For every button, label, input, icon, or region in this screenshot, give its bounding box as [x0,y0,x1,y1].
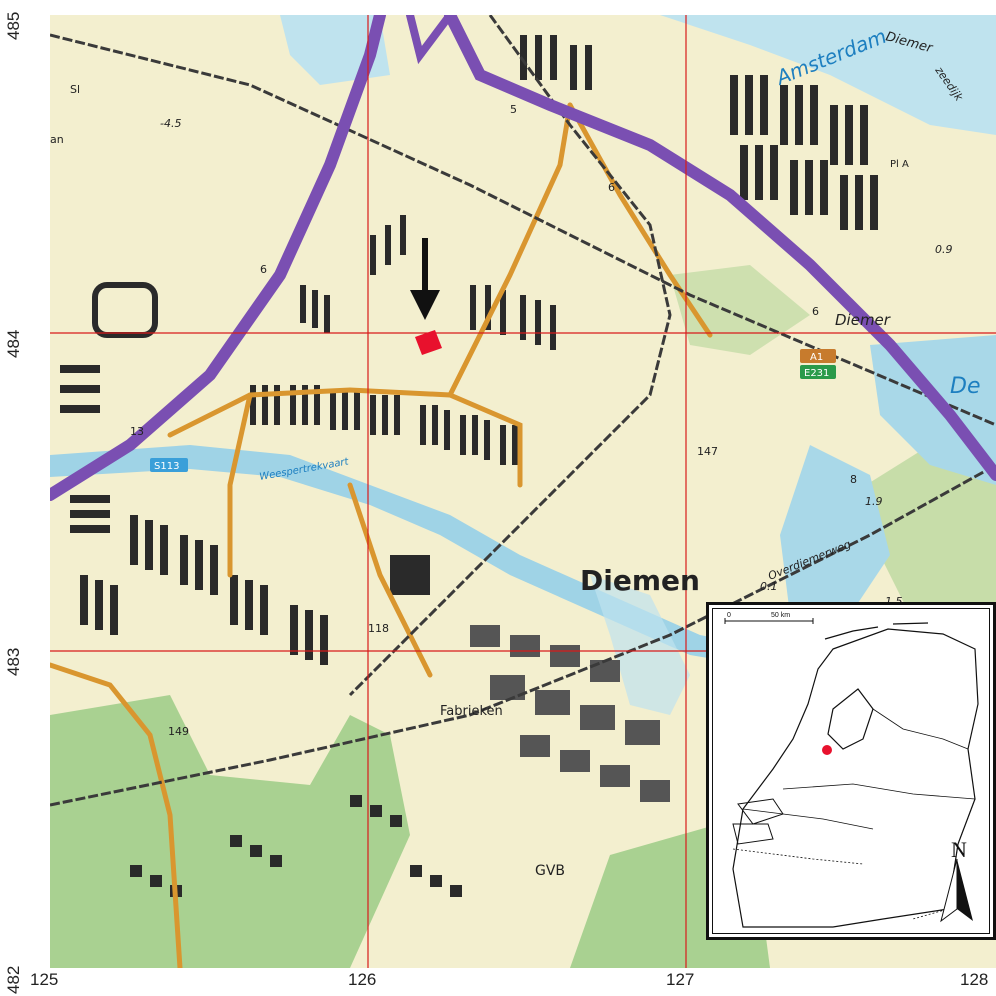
label-de: De [950,374,980,399]
map-drawing: Diemen Amsterdam Diemer zeedijk Diemer D… [50,15,996,968]
label-149: 149 [168,725,189,738]
label-elev-19: 1.9 [865,495,883,508]
label-s113: S113 [154,461,179,472]
grid-label-x-127: 127 [666,970,695,989]
label-sl: Sl [70,83,80,96]
label-an: an [50,133,64,146]
main-roads [50,102,713,968]
label-118: 118 [368,622,389,635]
label-fabrieken: Fabrieken [440,704,503,719]
motorways [50,15,996,501]
grid-label-y-483: 483 [4,647,23,676]
label-elev-09: 0.9 [935,243,953,256]
label-6b: 6 [608,181,615,194]
label-147: 147 [697,445,718,458]
north-arrow-right [957,859,973,921]
label-6a: 6 [260,263,267,276]
location-marker [410,238,442,355]
grid-label-y-485: 485 [4,11,23,40]
grid-label-y-482: 482 [4,965,23,994]
road-shields [150,349,836,472]
label-a1: A1 [810,352,823,363]
grid-label-x-125: 125 [30,970,59,989]
scale-label-start: 0 [727,612,731,619]
label-pla: Pl A [890,159,909,170]
netherlands-outline [732,628,979,928]
inset-map: 0 50 km N [706,602,996,940]
label-e231: E231 [804,368,829,379]
water-bodies [50,15,996,715]
inset-drawing [724,618,979,928]
railways [50,15,996,807]
grid-label-y-484: 484 [4,329,23,358]
buildings [60,35,878,897]
grid-label-x-128: 128 [960,970,989,989]
north-arrow-left [940,858,958,923]
scale-label-end: 50 km [771,612,791,619]
label-13: 13 [130,425,144,438]
label-8: 8 [850,473,857,486]
north-label: N [951,837,967,862]
label-elev-45: -4.5 [160,117,181,130]
label-5: 5 [510,103,517,116]
label-elev-01: 0.1 [760,580,778,593]
grid-label-x-126: 126 [348,970,377,989]
label-gvb: GVB [535,863,565,879]
ijsselmeer [827,688,874,750]
location-dot [822,745,832,755]
label-diemer-mid: Diemer [835,311,891,329]
label-diemen: Diemen [580,564,700,597]
label-6c: 6 [812,305,819,318]
map-canvas[interactable]: Diemen Amsterdam Diemer zeedijk Diemer D… [50,15,996,968]
inset-frame: 0 50 km N [712,608,990,934]
